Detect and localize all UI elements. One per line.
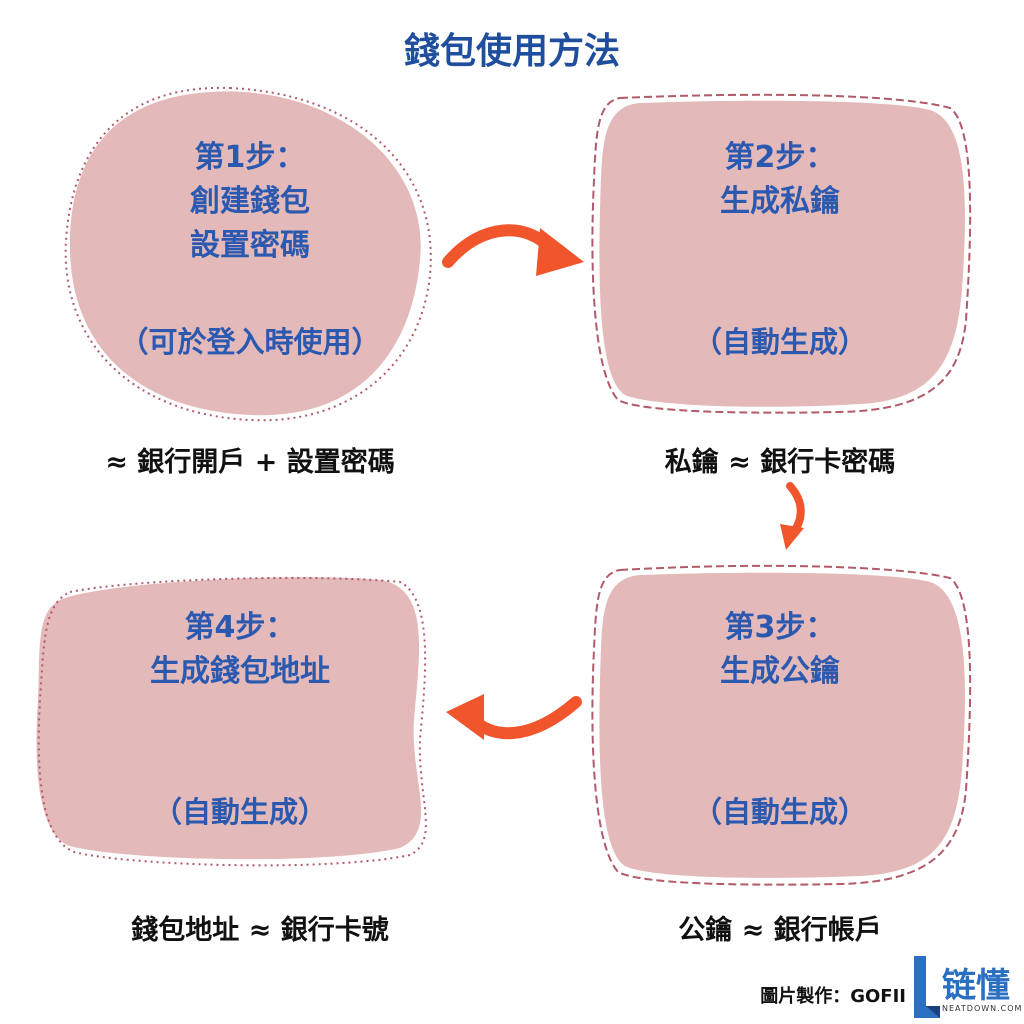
step1-caption: ≈ 銀行開戶 + 設置密碼 [105, 447, 395, 478]
arrow-step3-to-step4 [464, 696, 582, 740]
step4-line1: 生成錢包地址 [150, 654, 330, 689]
logo-l-icon [914, 956, 940, 1018]
arrow-step3-to-step4-head [446, 694, 484, 740]
step3-line1: 生成公鑰 [720, 654, 840, 689]
step2-note: （自動生成） [692, 325, 867, 359]
step4-blob [36, 577, 422, 860]
step2-heading: 第2步： [724, 140, 836, 175]
step1-line1: 創建錢包 [190, 184, 310, 219]
step3-heading: 第3步： [724, 610, 836, 645]
step2-outline [591, 93, 972, 414]
arrow-step2-to-step3-head [780, 524, 804, 550]
step3-outline [591, 564, 972, 886]
step1-blob [69, 91, 421, 416]
step4-text: 第4步： 生成錢包地址 [80, 606, 400, 694]
step2-caption: 私鑰 ≈ 銀行卡密碼 [664, 447, 896, 478]
step3-text: 第3步： 生成公鑰 [620, 606, 940, 694]
step4-heading: 第4步： [184, 610, 296, 645]
credit-text: 圖片製作：GOFII [760, 986, 906, 1007]
step2-line1: 生成私鑰 [720, 184, 840, 219]
arrow-step1-to-step2-head [536, 228, 584, 276]
step1-heading: 第1步： [194, 140, 306, 175]
step4-note: （自動生成） [152, 795, 327, 829]
logo-text: 链懂 [942, 966, 1010, 1006]
arrow-step1-to-step2 [442, 224, 558, 268]
step4-caption: 錢包地址 ≈ 銀行卡號 [131, 915, 389, 946]
step1-line2: 設置密碼 [190, 228, 310, 263]
step2-text: 第2步： 生成私鑰 [620, 136, 940, 224]
step2-blob [599, 100, 965, 407]
step3-blob [599, 572, 965, 878]
step3-caption: 公鑰 ≈ 銀行帳戶 [678, 915, 882, 946]
neatdown-logo: 链懂 NEATDOWN.COM [912, 954, 1022, 1020]
page-title: 錢包使用方法 [403, 31, 620, 72]
step1-outline [64, 86, 432, 422]
step1-note: （可於登入時使用） [119, 325, 381, 359]
step1-text: 第1步： 創建錢包 設置密碼 [90, 136, 410, 268]
logo-subtext: NEATDOWN.COM [942, 1004, 1023, 1013]
step3-note: （自動生成） [692, 795, 867, 829]
